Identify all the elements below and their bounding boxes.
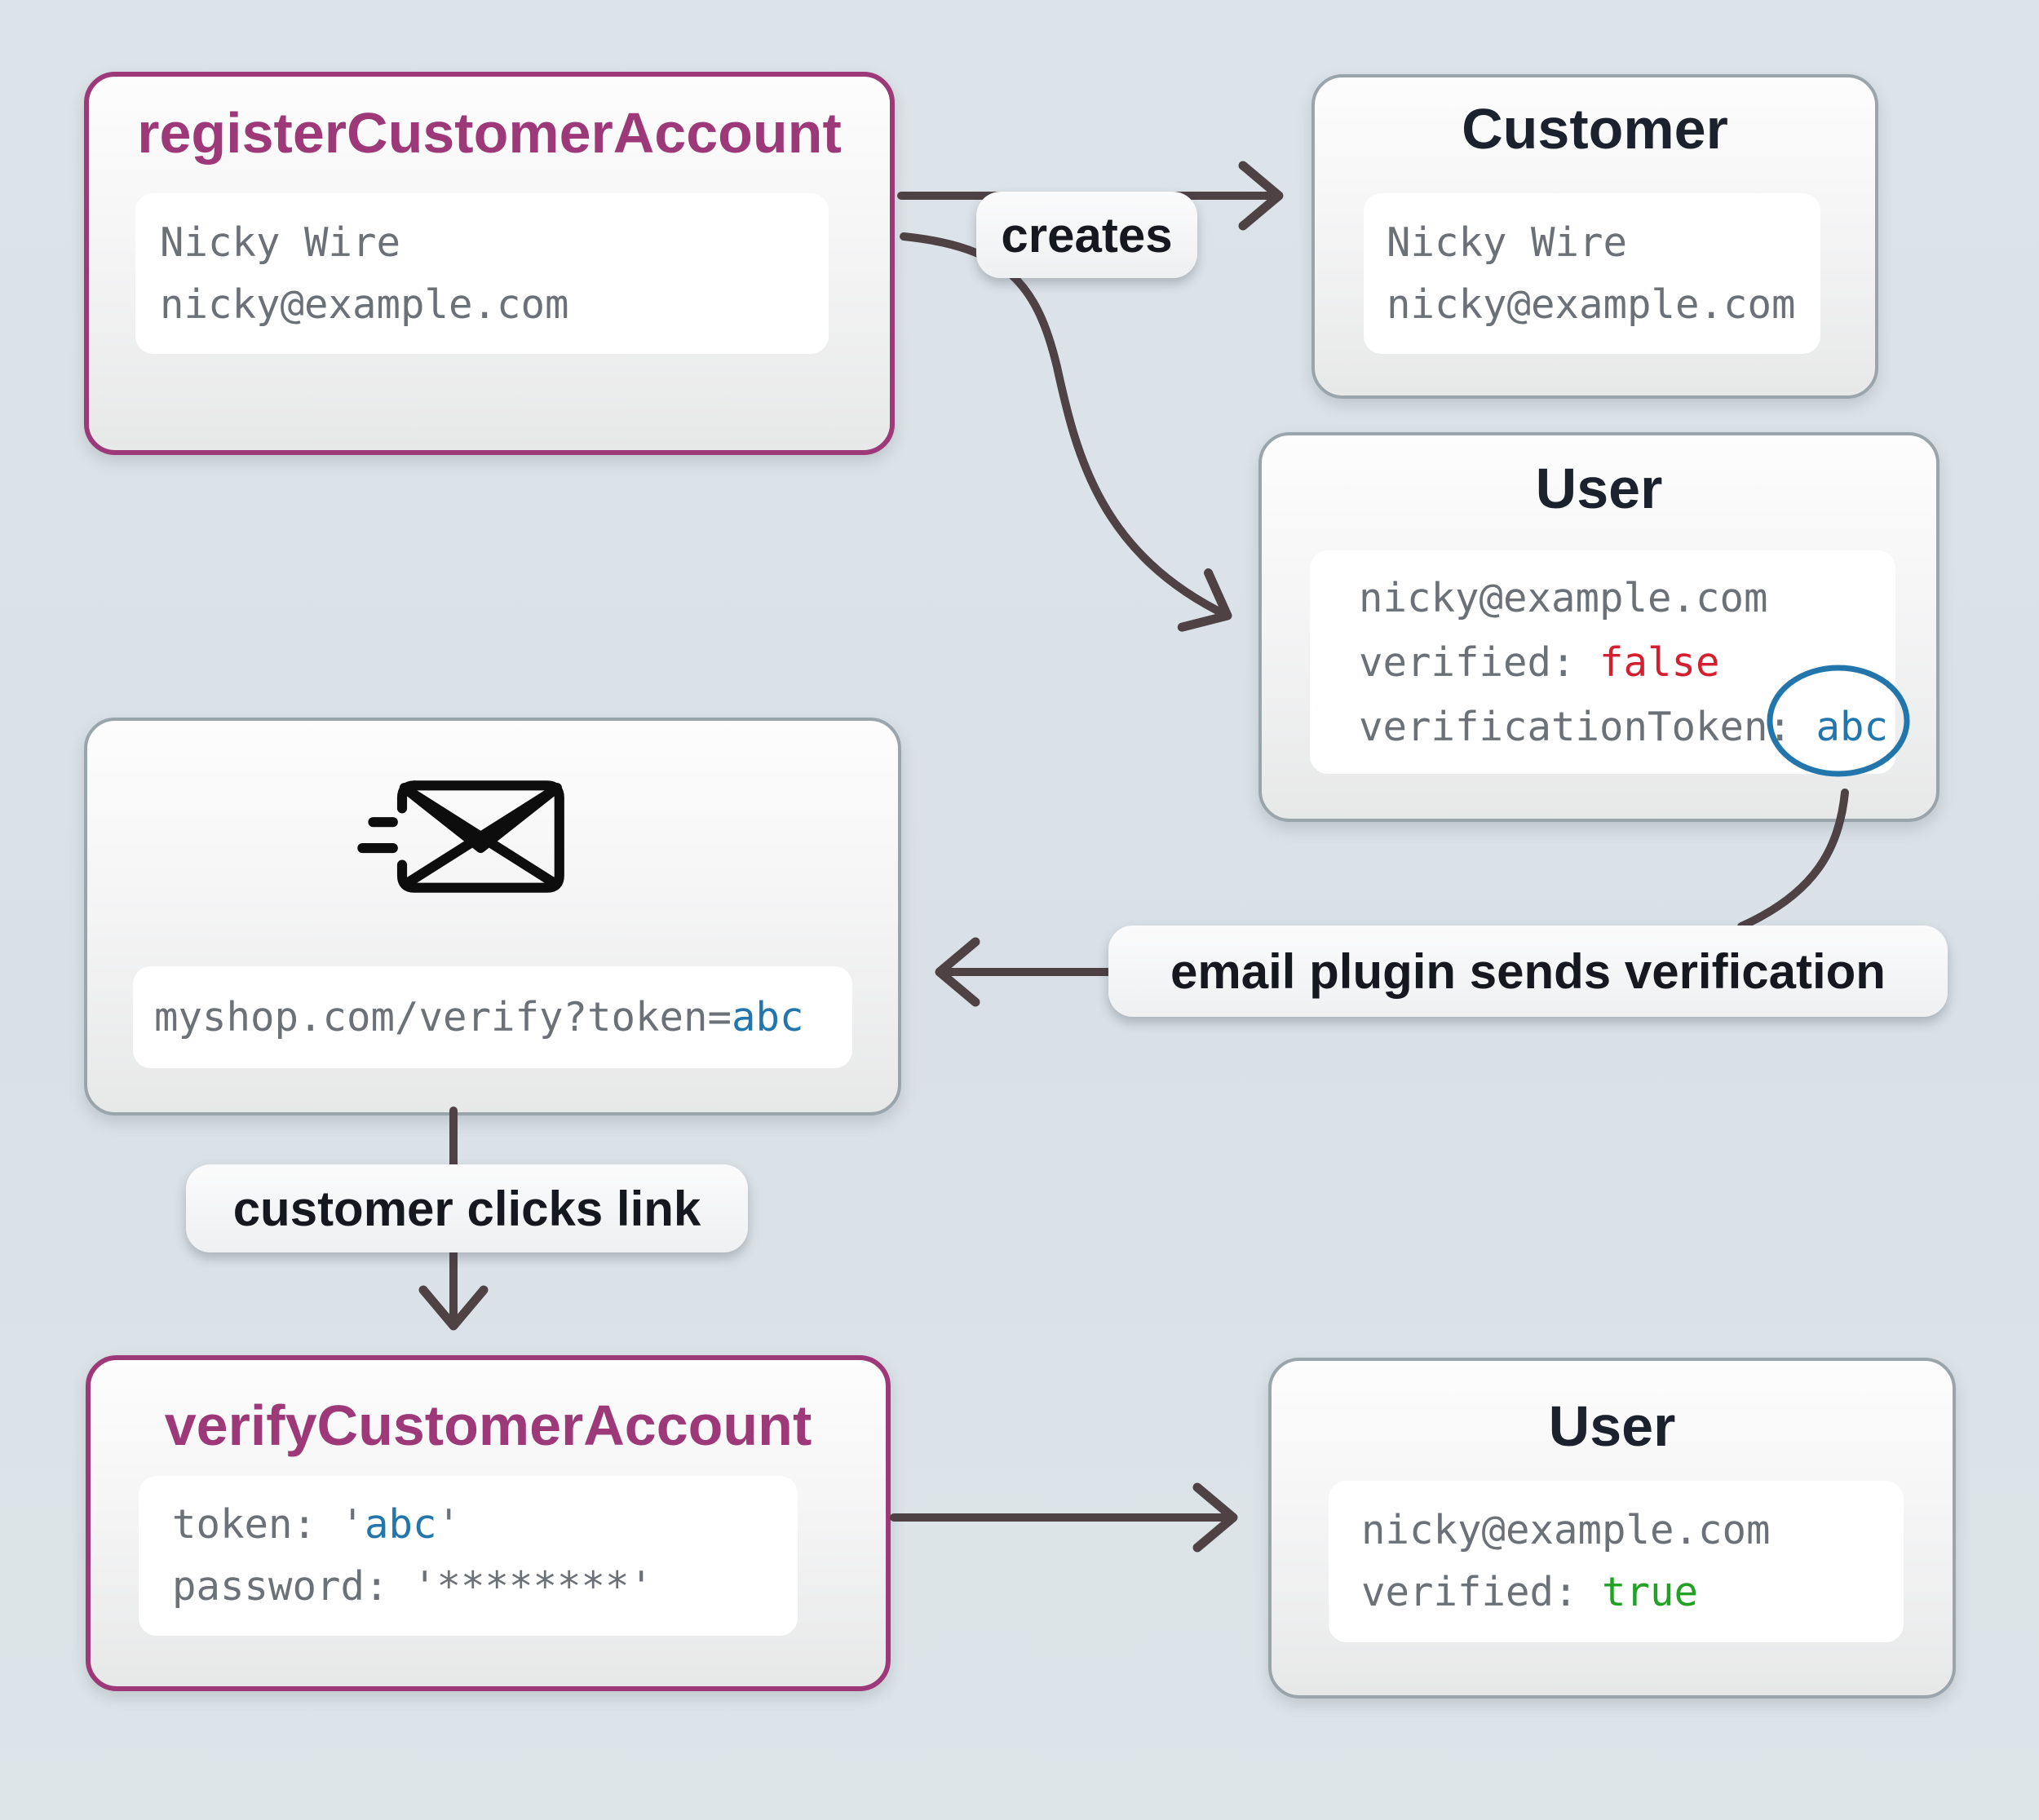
user-record: nicky@example.com verified: false verifi… — [1310, 550, 1895, 774]
user-verified-line: verified: false — [1359, 630, 1895, 695]
node-title: registerCustomerAccount — [137, 101, 842, 165]
token-label: verificationToken: — [1359, 703, 1816, 750]
customer-email: nicky@example.com — [160, 281, 569, 328]
node-register-customer-account: registerCustomerAccount Nicky Wire nicky… — [84, 72, 895, 455]
node-verify-customer-account: verifyCustomerAccount token: 'abc' passw… — [86, 1355, 891, 1691]
node-title: User — [1548, 1394, 1676, 1458]
customer-record: Nicky Wire nicky@example.com — [1364, 193, 1820, 354]
verified-value: true — [1602, 1569, 1699, 1615]
edge-label-creates: creates — [976, 192, 1197, 278]
node-title: User — [1535, 457, 1663, 520]
verified-label: verified: — [1361, 1569, 1603, 1615]
node-customer: Customer Nicky Wire nicky@example.com — [1311, 74, 1878, 399]
password-value: '********' — [413, 1563, 654, 1610]
edge-label-email-plugin: email plugin sends verification — [1108, 925, 1948, 1017]
customer-name: Nicky Wire — [160, 219, 401, 266]
send-email-icon — [357, 780, 564, 893]
verification-link: myshop.com/verify?token=abc — [133, 966, 852, 1068]
user-verified-line: verified: true — [1361, 1562, 1904, 1623]
token-line: token: 'abc' — [172, 1494, 798, 1556]
token-value: abc — [365, 1501, 437, 1548]
quote-open: ' — [340, 1501, 365, 1548]
verified-value: false — [1599, 638, 1720, 686]
user-token-line: verificationToken: abc — [1359, 695, 1895, 759]
customer-email: nicky@example.com — [1387, 281, 1796, 328]
register-payload: Nicky Wire nicky@example.com — [135, 193, 829, 354]
verified-label: verified: — [1359, 638, 1600, 686]
quote-close: ' — [436, 1501, 462, 1548]
user-email: nicky@example.com — [1359, 574, 1768, 621]
arrow-register-to-user — [900, 232, 1232, 632]
node-title: verifyCustomerAccount — [164, 1394, 812, 1457]
url-token: abc — [732, 994, 804, 1040]
token-value: abc — [1816, 703, 1889, 750]
user-email: nicky@example.com — [1361, 1507, 1771, 1553]
url-prefix: myshop.com/verify?token= — [154, 994, 732, 1040]
user-record: nicky@example.com verified: true — [1329, 1481, 1904, 1642]
password-line: password: '********' — [172, 1556, 798, 1618]
node-title: Customer — [1462, 97, 1728, 161]
password-label: password: — [172, 1563, 414, 1610]
customer-name: Nicky Wire — [1387, 219, 1628, 266]
node-user-unverified: User nicky@example.com verified: false v… — [1258, 432, 1939, 822]
token-label: token: — [172, 1501, 341, 1548]
edge-label-customer-clicks: customer clicks link — [186, 1164, 748, 1252]
node-user-verified: User nicky@example.com verified: true — [1268, 1358, 1956, 1699]
verify-url: myshop.com/verify?token=abc — [154, 994, 852, 1040]
node-verification-email: myshop.com/verify?token=abc — [84, 718, 901, 1115]
verify-payload: token: 'abc' password: '********' — [139, 1476, 798, 1636]
